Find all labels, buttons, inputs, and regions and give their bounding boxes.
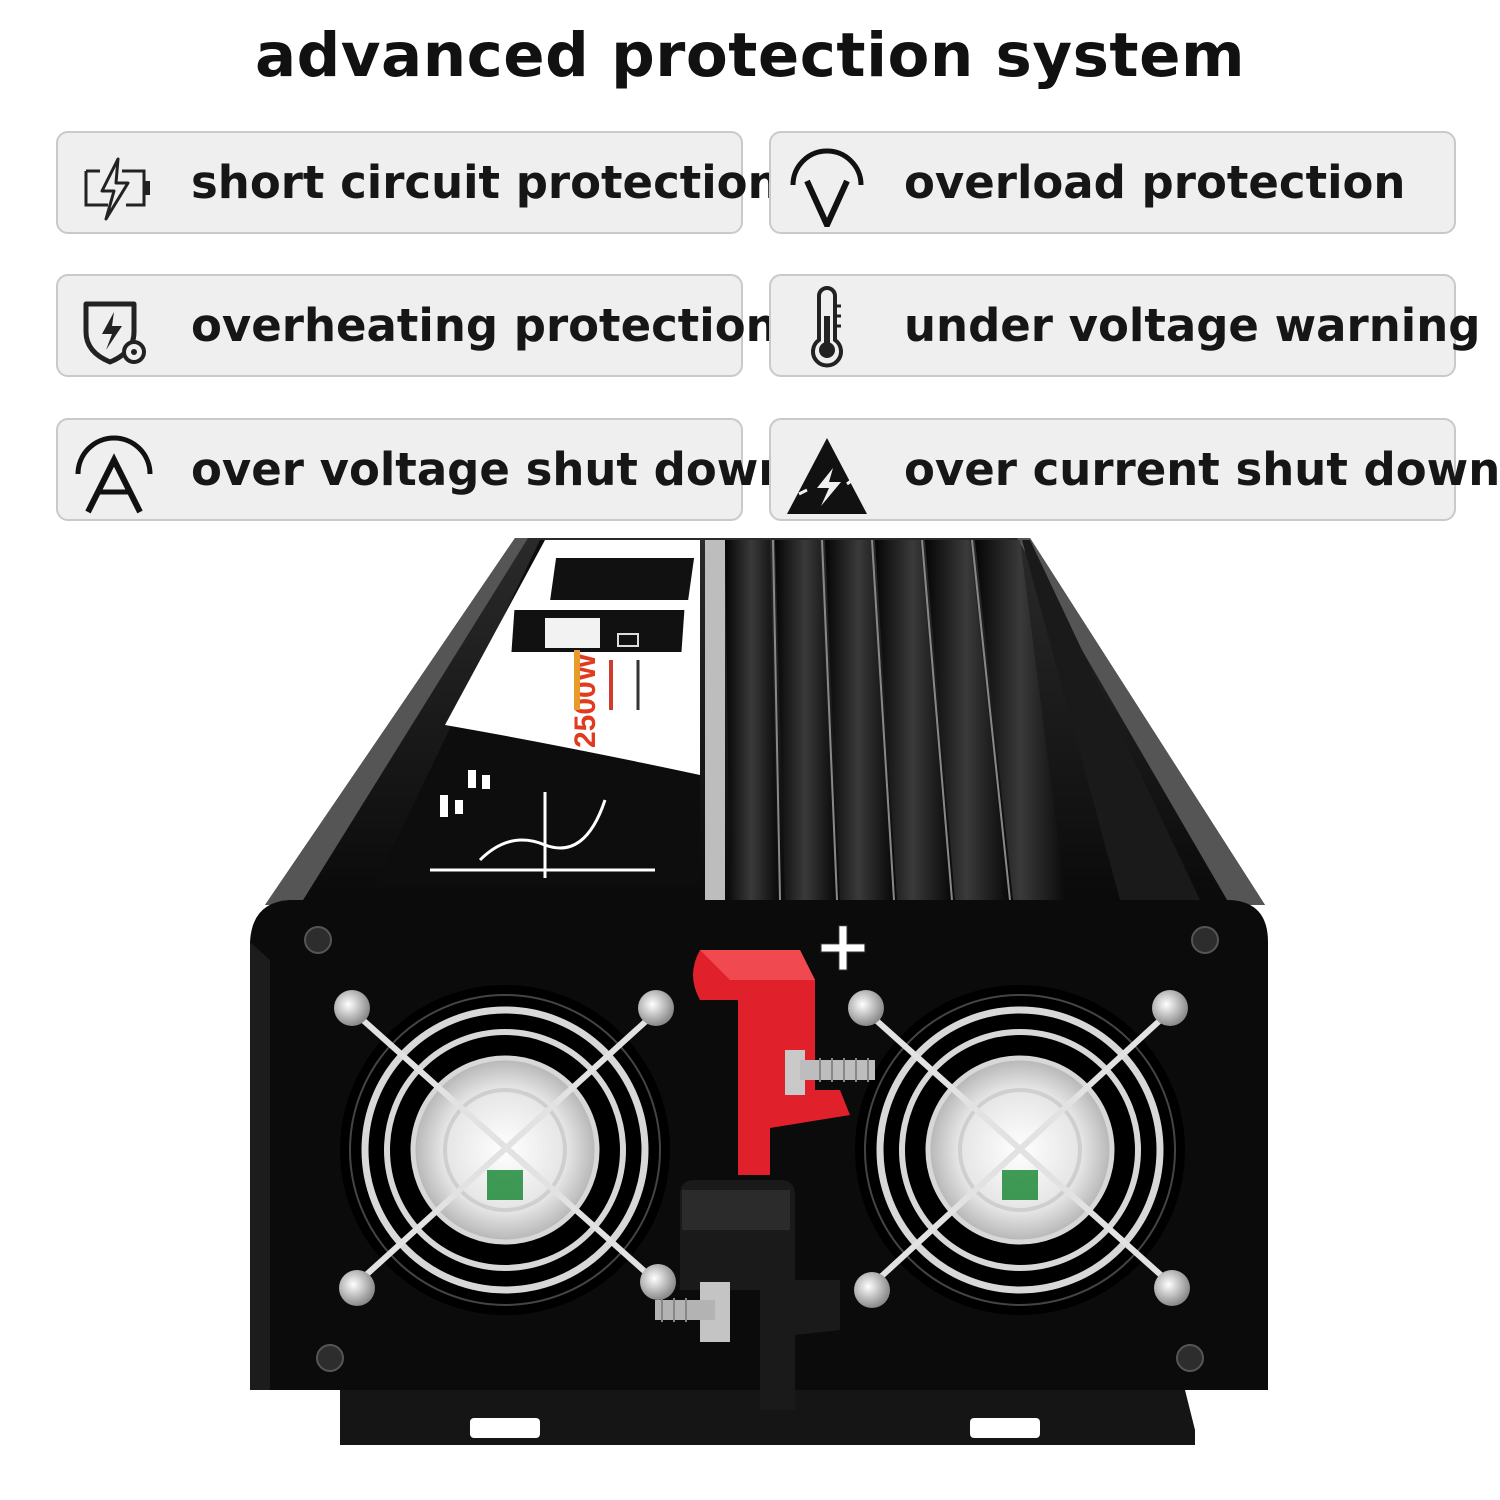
battery-bolt-icon [84, 157, 150, 221]
mount-slot-right [970, 1418, 1040, 1438]
feature-short-circuit: short circuit protection [56, 131, 780, 234]
cooling-fan-right [848, 985, 1190, 1315]
feature-label: overheating protection [191, 299, 778, 352]
feature-overheating: overheating protection [56, 274, 778, 377]
page-title: advanced protection system [254, 20, 1246, 91]
feature-label: overload protection [904, 156, 1406, 209]
mount-slot-left [470, 1418, 540, 1438]
negative-terminal [655, 1180, 840, 1410]
corner-screws [304, 926, 1219, 1372]
feature-label: under voltage warning [904, 299, 1481, 352]
warning-bolt-icon [787, 438, 867, 514]
inverter-label-panel: 2500W [375, 540, 700, 885]
feature-label: over current shut down [904, 443, 1500, 496]
shield-bolt-icon [83, 301, 146, 365]
feature-over-voltage: over voltage shut down [56, 418, 790, 521]
inverter-image: 2500W [250, 538, 1268, 1445]
feature-overload: overload protection [769, 131, 1456, 234]
positive-symbol: + [814, 905, 873, 987]
positive-terminal: + [693, 905, 875, 1175]
feature-label: over voltage shut down [191, 443, 791, 496]
cooling-fan-left [334, 985, 676, 1315]
feature-over-current: over current shut down [769, 418, 1500, 521]
overvoltage-a-icon [75, 435, 153, 514]
power-rating-label: 2500W [569, 652, 602, 748]
thermometer-icon [811, 286, 843, 368]
feature-label: short circuit protection [191, 156, 780, 209]
feature-under-voltage: under voltage warning [769, 274, 1480, 377]
overload-v-icon [790, 148, 864, 227]
heatsink-fins [705, 539, 1200, 901]
